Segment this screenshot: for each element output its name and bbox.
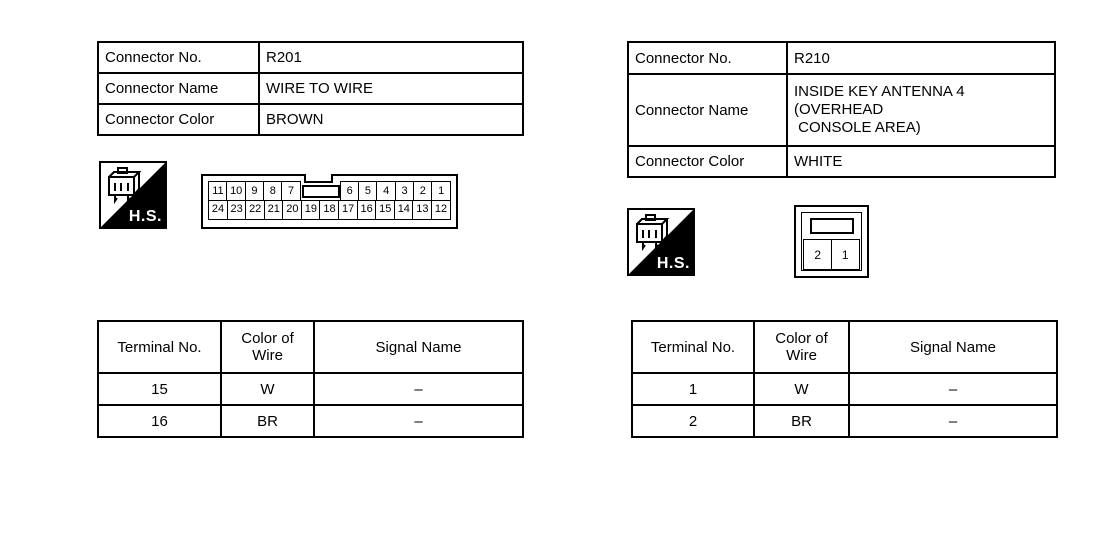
table-row: 15 W –	[97, 372, 524, 406]
col-header-terminal-no: Terminal No.	[97, 320, 222, 374]
hs-label: H.S.	[128, 208, 162, 225]
connector-plug-icon	[108, 167, 142, 205]
info-label-connector-color: Connector Color	[97, 103, 260, 136]
hs-label: H.S.	[656, 255, 690, 272]
connector-name-line2: (OVERHEAD	[794, 101, 884, 118]
col-header-color-line2: Wire	[786, 347, 817, 364]
pin-15: 15	[375, 199, 396, 220]
pin-8: 8	[262, 181, 283, 201]
pin-1: 1	[431, 181, 452, 201]
pin-row-top: 11 10 9 8 7 6 5 4 3 2 1	[208, 181, 452, 201]
wire-color-cell: BR	[220, 404, 315, 438]
keyway-slot-wrap	[301, 181, 341, 201]
info-label-connector-color: Connector Color	[627, 145, 788, 178]
info-label-connector-no: Connector No.	[627, 41, 788, 75]
pin-24: 24	[208, 199, 229, 220]
info-value-connector-color: WHITE	[786, 145, 1056, 178]
col-header-color-of-wire: Color of Wire	[220, 320, 315, 374]
connector-face-r201: 11 10 9 8 7 6 5 4 3 2 1 24 23 22 21 2	[201, 174, 458, 229]
connector-plug-icon	[636, 214, 670, 252]
wire-color-cell: W	[220, 372, 315, 406]
info-value-connector-name: INSIDE KEY ANTENNA 4 (OVERHEAD CONSOLE A…	[786, 73, 1056, 147]
connector-info-table-left: Connector No. R201 Connector Name WIRE T…	[97, 41, 524, 136]
terminal-no-cell: 2	[631, 404, 755, 438]
wire-color-cell: BR	[753, 404, 850, 438]
connector-face-r210: 2 1	[794, 205, 869, 278]
terminal-table-right: Terminal No. Color of Wire Signal Name 1…	[631, 320, 1058, 438]
col-header-terminal-no: Terminal No.	[631, 320, 755, 374]
pin-11: 11	[208, 181, 228, 201]
pin-19: 19	[300, 199, 321, 220]
col-header-color-of-wire: Color of Wire	[753, 320, 850, 374]
pin-row: 2 1	[803, 239, 860, 270]
hs-view-badge: H.S.	[627, 208, 695, 276]
table-row: 1 W –	[631, 372, 1058, 406]
wire-color-cell: W	[753, 372, 850, 406]
pin-22: 22	[245, 199, 266, 220]
info-value-connector-color: BROWN	[258, 103, 524, 136]
pin-17: 17	[338, 199, 359, 220]
info-label-connector-name: Connector Name	[97, 72, 260, 105]
connector-inner-outline: 2 1	[801, 212, 862, 271]
pin-6: 6	[339, 181, 360, 201]
pin-9: 9	[244, 181, 265, 201]
signal-name-cell: –	[313, 404, 524, 438]
connector-name-line1: INSIDE KEY ANTENNA 4	[794, 83, 965, 100]
pin-13: 13	[412, 199, 433, 220]
keyway-slot	[301, 184, 341, 198]
pin-2: 2	[412, 181, 433, 201]
col-header-signal-name: Signal Name	[848, 320, 1058, 374]
pin-14: 14	[393, 199, 414, 220]
pin-12: 12	[430, 199, 452, 220]
info-value-connector-no: R201	[258, 41, 524, 74]
signal-name-cell: –	[313, 372, 524, 406]
col-header-color-line2: Wire	[252, 347, 283, 364]
pin-1: 1	[830, 239, 860, 270]
col-header-color-line1: Color of	[775, 330, 828, 347]
connector-info-table-right: Connector No. R210 Connector Name INSIDE…	[627, 41, 1056, 178]
pin-23: 23	[226, 199, 247, 220]
terminal-no-cell: 15	[97, 372, 222, 406]
table-row: 16 BR –	[97, 404, 524, 438]
pin-7: 7	[281, 181, 301, 201]
connector-name-line3: CONSOLE AREA)	[794, 119, 921, 136]
signal-name-cell: –	[848, 404, 1058, 438]
pin-row-bottom: 24 23 22 21 20 19 18 17 16 15 14 13 12	[208, 199, 452, 220]
pin-4: 4	[376, 181, 397, 201]
info-value-connector-name: WIRE TO WIRE	[258, 72, 524, 105]
pin-2: 2	[803, 239, 833, 270]
col-header-color-line1: Color of	[241, 330, 294, 347]
hs-view-badge: H.S.	[99, 161, 167, 229]
pin-5: 5	[358, 181, 378, 201]
terminal-no-cell: 16	[97, 404, 222, 438]
info-label-connector-no: Connector No.	[97, 41, 260, 74]
pin-18: 18	[319, 199, 340, 220]
info-label-connector-name: Connector Name	[627, 73, 788, 147]
signal-name-cell: –	[848, 372, 1058, 406]
table-row: 2 BR –	[631, 404, 1058, 438]
pin-16: 16	[356, 199, 377, 220]
col-header-signal-name: Signal Name	[313, 320, 524, 374]
pin-3: 3	[394, 181, 415, 201]
info-value-connector-no: R210	[786, 41, 1056, 75]
terminal-no-cell: 1	[631, 372, 755, 406]
pin-10: 10	[226, 181, 247, 201]
terminal-table-left: Terminal No. Color of Wire Signal Name 1…	[97, 320, 524, 438]
keyway-slot	[809, 218, 854, 234]
pin-rows: 11 10 9 8 7 6 5 4 3 2 1 24 23 22 21 2	[208, 181, 452, 222]
pin-21: 21	[263, 199, 284, 220]
pin-20: 20	[282, 199, 303, 220]
